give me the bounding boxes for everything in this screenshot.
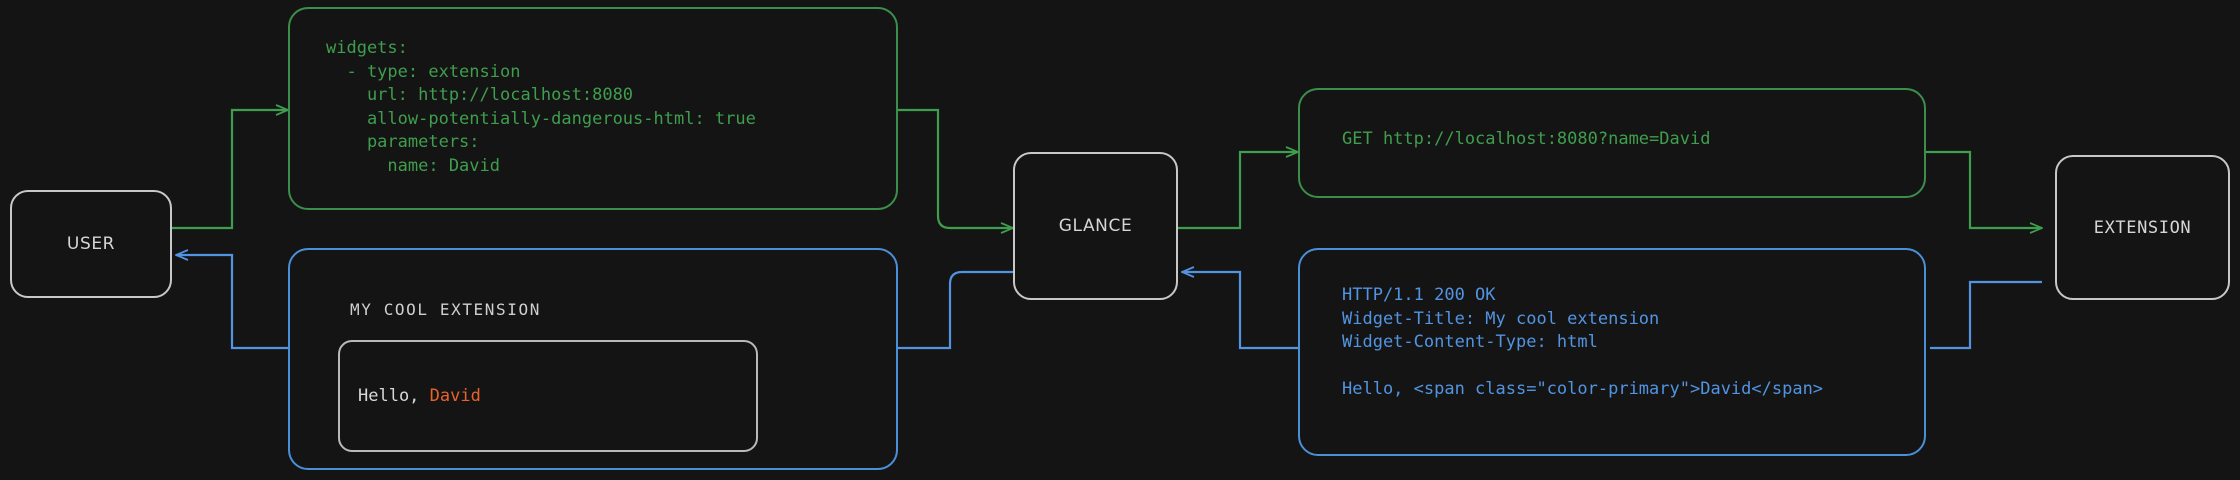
http-response-text: HTTP/1.1 200 OK Widget-Title: My cool ex… — [1342, 285, 1824, 399]
node-glance[interactable]: GLANCE — [1013, 152, 1178, 300]
arrow-glance-to-widget — [898, 270, 1013, 350]
arrow-widget-to-user — [176, 255, 288, 350]
widget-greeting-prefix: Hello, — [358, 386, 430, 406]
arrow-glance-to-request — [1178, 152, 1298, 230]
node-glance-label: GLANCE — [1058, 216, 1133, 236]
arrow-response-to-glance — [1182, 272, 1298, 350]
node-extension[interactable]: EXTENSION — [2055, 155, 2230, 300]
http-request-text: GET http://localhost:8080?name=David — [1342, 129, 1711, 149]
widget-title: MY COOL EXTENSION — [350, 300, 541, 319]
arrow-extension-to-response — [1930, 280, 2042, 350]
arrow-config-to-glance — [898, 108, 1013, 228]
widget-greeting: Hello, David — [340, 386, 481, 406]
card-http-request: GET http://localhost:8080?name=David — [1298, 88, 1926, 198]
node-extension-label: EXTENSION — [2093, 217, 2192, 238]
card-rendered-widget: MY COOL EXTENSION Hello, David — [288, 248, 898, 470]
widget-greeting-accent: David — [429, 386, 481, 406]
node-user[interactable]: USER — [10, 190, 172, 298]
card-config-yaml: widgets: - type: extension url: http://l… — [288, 7, 898, 210]
config-yaml-text: widgets: - type: extension url: http://l… — [326, 38, 756, 176]
card-http-response: HTTP/1.1 200 OK Widget-Title: My cool ex… — [1298, 248, 1926, 456]
arrow-user-to-config — [172, 110, 288, 230]
widget-content-box: Hello, David — [338, 340, 758, 452]
arrow-request-to-extension — [1926, 150, 2042, 228]
node-user-label: USER — [66, 234, 116, 254]
